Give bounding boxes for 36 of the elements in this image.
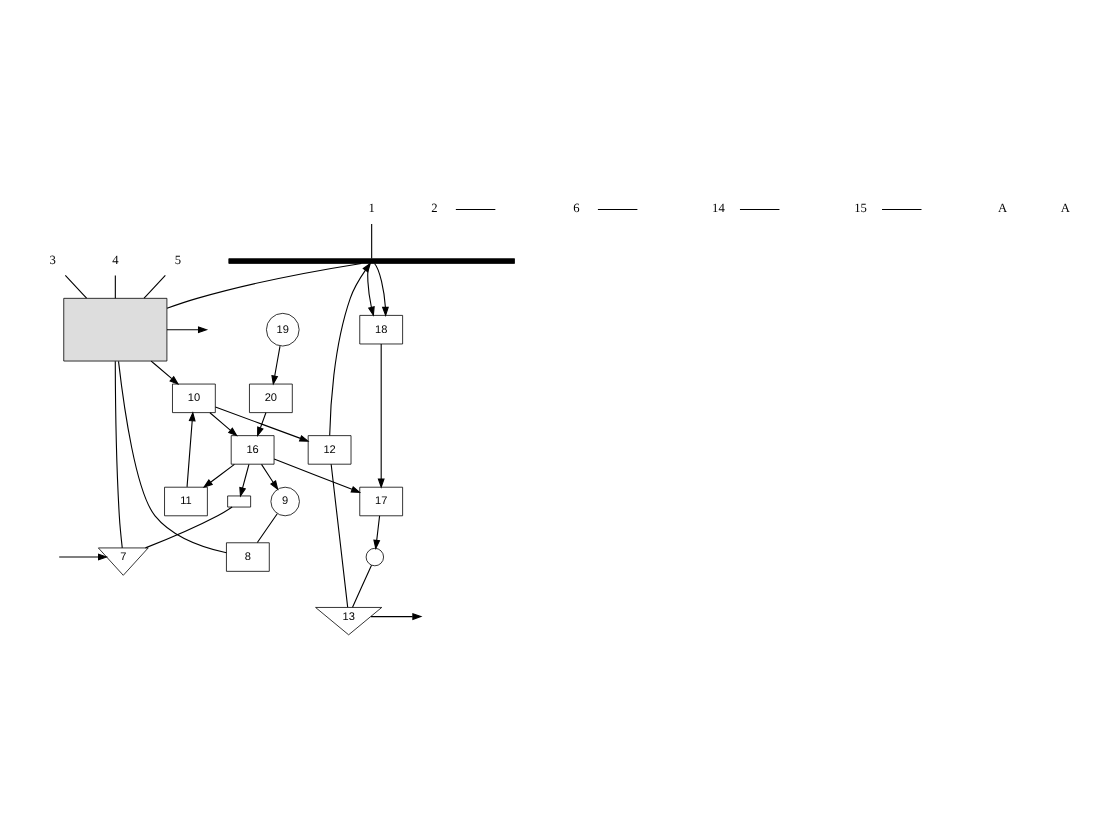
connector [881,208,923,210]
connector [597,208,638,210]
connector [352,564,373,608]
arrow [273,458,362,493]
arrow [214,406,310,442]
connector [739,208,780,210]
connector [64,274,88,299]
node-box [63,297,168,362]
connector [330,463,349,608]
connector [455,208,496,210]
arrow [257,412,267,438]
connector [144,506,233,549]
arrow [373,262,389,317]
arrow [373,515,381,550]
arrow [377,343,385,489]
node-box [227,495,252,508]
arrow [186,411,196,488]
arrow [271,345,281,386]
arrow [370,613,423,621]
arrow [58,553,109,561]
arrow [329,262,372,437]
connector [143,274,166,299]
connector [166,262,362,309]
arrow [260,463,279,491]
arrow [202,463,235,489]
arrow [166,326,209,334]
connector [114,360,123,549]
node-circle [365,547,384,567]
connector [114,274,116,299]
connector [371,223,373,260]
arrow [150,360,180,386]
connector [256,513,278,544]
arrow [209,412,238,437]
node-bar [228,258,515,264]
arrow [239,463,250,498]
connector [117,360,227,554]
